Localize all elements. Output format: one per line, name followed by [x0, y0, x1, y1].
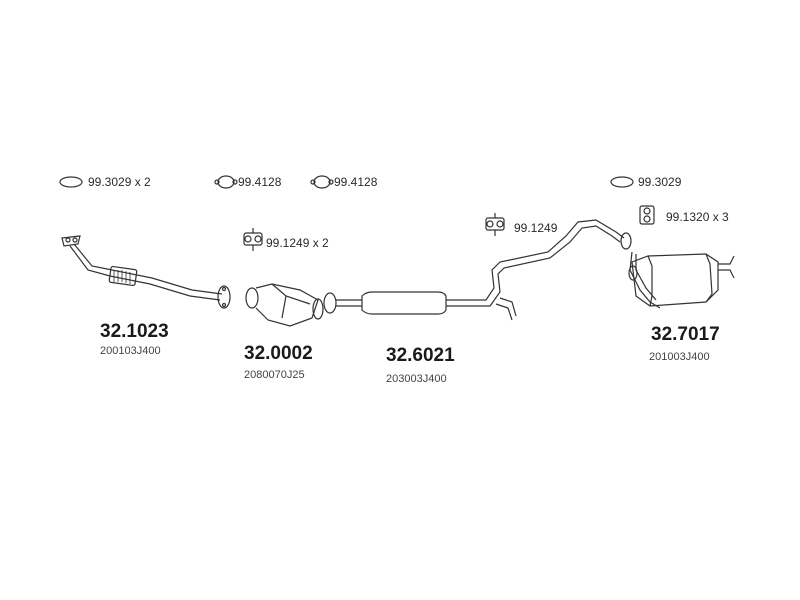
catalytic-converter-drawing [245, 283, 324, 327]
accessory-label: 99.1249 [514, 221, 558, 235]
gasket-oval-icon [59, 176, 83, 188]
oem-number: 2080070J25 [244, 369, 305, 381]
oem-number: 200103J400 [100, 345, 161, 357]
part-number: 32.1023 [100, 321, 169, 342]
part-number: 32.0002 [244, 343, 313, 364]
flange-gasket-icon [310, 175, 334, 189]
accessory-label: 99.3029 x 2 [88, 175, 151, 189]
rubber-hanger-icon [485, 213, 505, 236]
part-number: 32.6021 [386, 345, 455, 366]
accessory-label: 99.4128 [238, 175, 282, 189]
oem-number: 201003J400 [649, 351, 710, 363]
accessory-label: 99.1320 x 3 [666, 210, 729, 224]
rear-muffler-drawing [628, 251, 735, 309]
rubber-hanger-icon [639, 205, 655, 225]
oem-number: 203003J400 [386, 373, 447, 385]
middle-pipe-drawing [323, 219, 632, 321]
flange-gasket-icon [214, 175, 238, 189]
front-pipe-drawing [61, 235, 231, 309]
accessory-label: 99.3029 [638, 175, 682, 189]
accessory-label: 99.1249 x 2 [266, 236, 329, 250]
part-number: 32.7017 [651, 324, 720, 345]
gasket-oval-icon [610, 176, 634, 188]
accessory-label: 99.4128 [334, 175, 378, 189]
rubber-hanger-icon [243, 228, 263, 251]
